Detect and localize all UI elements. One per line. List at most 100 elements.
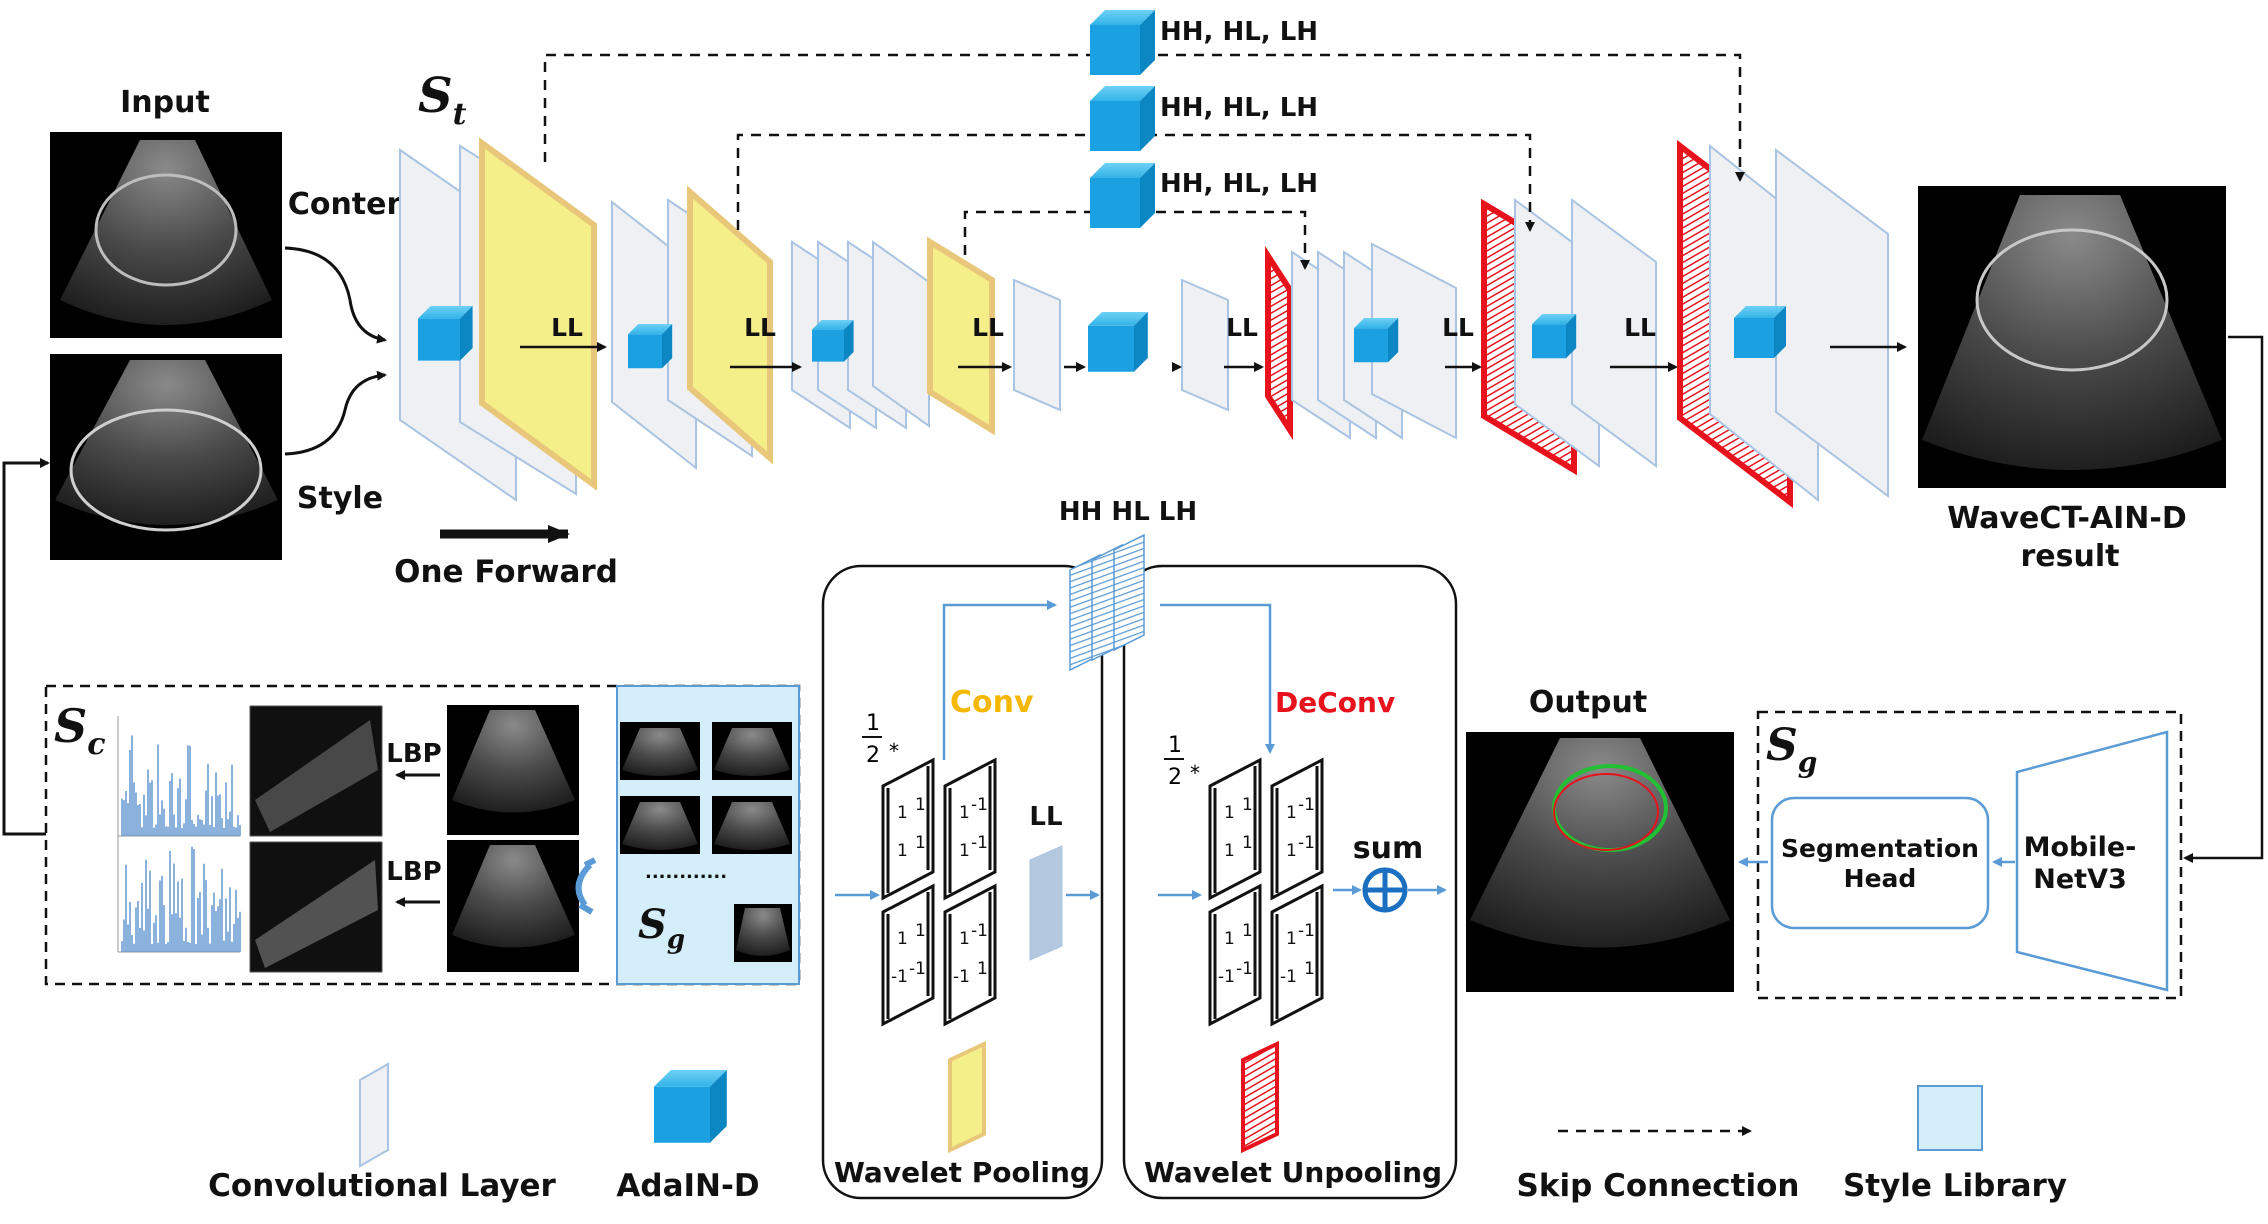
svg-text:1: 1: [897, 841, 908, 861]
segmentation-head-label-2: Head: [1844, 864, 1917, 893]
ll-label-1: LL: [551, 313, 583, 342]
wavelet-pooling-panel: [821, 564, 1104, 1200]
swap-icon[interactable]: [575, 857, 597, 915]
svg-text:1: 1: [1224, 841, 1235, 861]
hh-hl-lh-label: HH HL LH: [1059, 497, 1197, 527]
svg-text:1: 1: [1242, 833, 1253, 853]
svg-text:1: 1: [897, 803, 908, 823]
hh-hl-lh-stack: [1069, 533, 1145, 672]
wavelet-unpooling-icon: [1241, 1040, 1279, 1154]
result-to-mobilenet-arrow: [2183, 335, 2264, 863]
legend-style-library-label: Style Library: [1843, 1168, 2067, 1204]
svg-text:*: *: [1190, 761, 1200, 785]
half-factor-1: 1 2 *: [862, 711, 899, 768]
result-image: [1918, 186, 2226, 488]
segmentation-head-label-1: Segmentation: [1781, 834, 1979, 863]
svg-text:-1: -1: [1236, 959, 1253, 979]
ll-label-5: LL: [1442, 313, 1474, 342]
conv-layer-9: [1013, 278, 1061, 412]
legend-skip-label: Skip Connection: [1517, 1168, 1800, 1204]
segmentation-head: [1770, 796, 1990, 930]
svg-text:1: 1: [977, 959, 988, 979]
content-image: [50, 132, 282, 338]
pool-matrix-2: 1-11-1: [943, 757, 997, 901]
legend-adain-label: AdaIN-D: [616, 1168, 759, 1204]
library-dots: ............: [645, 862, 727, 883]
input-label: Input: [120, 85, 210, 120]
histogram-1: [117, 716, 241, 837]
wavelet-pooling-layer-1: [479, 137, 597, 491]
svg-text:1: 1: [1304, 959, 1315, 979]
hh-cube-1: [1090, 10, 1155, 75]
svg-text:-1: -1: [891, 967, 908, 987]
s-g-symbol-1: Sg: [638, 901, 685, 955]
histogram-2: [117, 832, 241, 953]
svg-text:1: 1: [915, 921, 926, 941]
sum-icon: [1362, 867, 1408, 913]
hh-label-1: HH, HL, LH: [1160, 17, 1318, 47]
svg-text:-1: -1: [1298, 833, 1315, 853]
unpool-matrix-2: 1-11-1: [1270, 757, 1324, 901]
adain-cube-2: [628, 324, 673, 369]
ll-output-plane: [1029, 845, 1063, 961]
ll-output-label: LL: [1029, 802, 1062, 832]
hh-label-2: HH, HL, LH: [1160, 93, 1318, 123]
conv-arrow: [942, 600, 1057, 760]
conv-layer-10: [1181, 278, 1229, 412]
one-forward-label: One Forward: [394, 554, 618, 590]
result-label-1: WaveCT-AIN-D: [1947, 501, 2187, 536]
adain-cube-7: [1734, 306, 1786, 358]
hh-cube-3: [1090, 163, 1155, 228]
ll-label-6: LL: [1624, 313, 1656, 342]
adain-cube-5: [1354, 318, 1399, 363]
legend-conv-icon: [359, 1062, 389, 1168]
adain-cube-4: [1088, 312, 1148, 372]
wavelet-pooling-layer-3: [927, 236, 995, 436]
wavelet-unpooling-label: Wavelet Unpooling: [1144, 1156, 1442, 1189]
legend-conv-label: Convolutional Layer: [208, 1168, 556, 1204]
style-label: Style: [297, 481, 383, 516]
adain-cube-6: [1532, 314, 1577, 359]
hh-cube-2: [1090, 86, 1155, 151]
us-image-small-2: [447, 840, 579, 972]
svg-text:1: 1: [959, 929, 970, 949]
wavelet-pooling-label: Wavelet Pooling: [834, 1156, 1090, 1189]
lbp-label-1: LBP: [386, 739, 441, 769]
legend-style-library-icon: [1917, 1085, 1983, 1151]
svg-text:1: 1: [1168, 733, 1182, 758]
wavelet-pooling-icon: [948, 1040, 986, 1154]
deconv-label: DeConv: [1275, 686, 1395, 719]
adain-cube-3: [812, 320, 854, 362]
adain-cube-1: [418, 306, 473, 361]
output-image: [1466, 732, 1734, 992]
svg-text:*: *: [889, 739, 899, 763]
mobilenet-label-2: NetV3: [2033, 864, 2127, 895]
svg-text:1: 1: [1286, 929, 1297, 949]
svg-text:1: 1: [915, 795, 926, 815]
mobilenet-block: [2015, 730, 2169, 992]
feedback-to-style-arrow: [2, 458, 50, 836]
svg-text:1: 1: [1286, 803, 1297, 823]
s-c-symbol: Sc: [54, 699, 106, 762]
style-library-thumbnails: [620, 722, 792, 962]
conv-label: Conv: [950, 685, 1034, 720]
svg-text:1: 1: [897, 929, 908, 949]
svg-text:-1: -1: [1218, 967, 1235, 987]
svg-text:-1: -1: [1298, 795, 1315, 815]
svg-text:1: 1: [959, 841, 970, 861]
svg-text:1: 1: [866, 711, 880, 736]
result-label-2: result: [2021, 539, 2120, 574]
style-image: [50, 354, 282, 560]
svg-text:1: 1: [1242, 795, 1253, 815]
svg-text:1: 1: [1242, 921, 1253, 941]
svg-text:2: 2: [866, 743, 880, 768]
style-arrow: [284, 370, 387, 456]
half-factor-2: 1 2 *: [1164, 733, 1200, 790]
svg-text:1: 1: [1224, 803, 1235, 823]
ll-label-4: LL: [1226, 313, 1258, 342]
